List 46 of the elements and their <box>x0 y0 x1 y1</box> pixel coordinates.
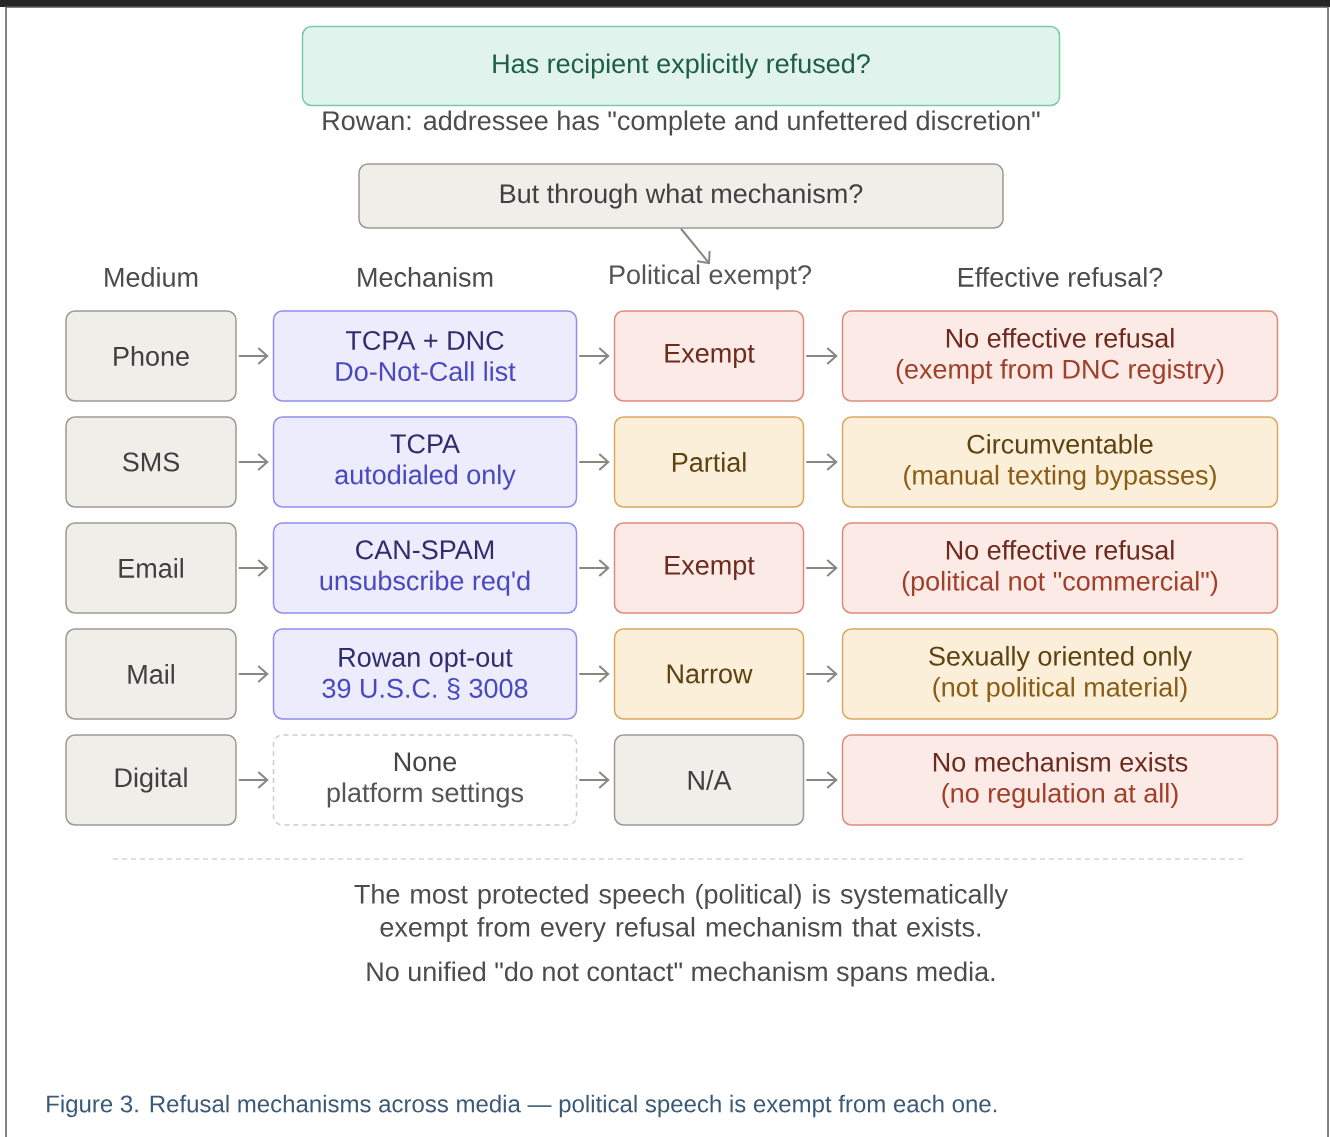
process-box: Exempt <box>613 310 805 402</box>
process-box: Mail <box>65 628 237 720</box>
process-box: No mechanism exists (no regulation at all) <box>841 734 1279 826</box>
note-text: No unified "do not contact" mechanism spans media. <box>367 961 995 987</box>
arrow <box>805 771 838 789</box>
arrow <box>578 453 610 471</box>
arrow <box>237 347 269 365</box>
note-text: The most protected speech (political) is systematically exempt from every refusal mechanism that exists. <box>354 883 1008 943</box>
process-box: Circumventable (manual texting bypasses) <box>841 416 1279 508</box>
figure-caption: Figure 3. Refusal mechanisms across media — political speech is exempt from each one. <box>47 1094 997 1118</box>
process-box: Exempt <box>613 522 805 614</box>
process-box: Has recipient explicitly refused? <box>301 25 1061 107</box>
column-header: Mechanism <box>358 267 493 287</box>
process-box: Rowan opt-out 39 U.S.C. § 3008 <box>272 628 578 720</box>
process-box: But through what mechanism? <box>358 163 1004 229</box>
arrow <box>578 347 610 365</box>
process-box: Email <box>65 522 237 614</box>
column-header: Effective refusal? <box>958 267 1163 287</box>
process-box: No effective refusal (exempt from DNC registry) <box>841 310 1279 402</box>
subtitle-text: Rowan: addressee has "complete and unfettered discretion" <box>323 110 1040 136</box>
process-box: TCPA autodialed only <box>272 416 578 508</box>
arrow <box>578 771 610 789</box>
arrow <box>805 347 838 365</box>
process-box: Narrow <box>613 628 805 720</box>
arrow <box>805 665 838 683</box>
process-box: CAN-SPAM unsubscribe req'd <box>272 522 578 614</box>
process-box: Digital <box>65 734 237 826</box>
arrow <box>237 453 269 471</box>
process-box: Sexually oriented only (not political material) <box>841 628 1279 720</box>
arrow <box>578 559 610 577</box>
arrow <box>237 665 269 683</box>
process-box: Phone <box>65 310 237 402</box>
arrow <box>805 559 838 577</box>
arrow <box>237 771 269 789</box>
arrow <box>578 665 610 683</box>
process-box: SMS <box>65 416 237 508</box>
arrow <box>805 453 838 471</box>
process-box: None platform settings <box>272 734 578 826</box>
column-header: Political exempt? <box>610 264 811 290</box>
process-box: Partial <box>613 416 805 508</box>
arrow <box>680 227 711 265</box>
column-header: Medium <box>105 267 198 287</box>
process-box: TCPA + DNC Do-Not-Call list <box>272 310 578 402</box>
process-box: No effective refusal (political not "commercial") <box>841 522 1279 614</box>
arrow <box>237 559 269 577</box>
process-box: N/A <box>613 734 805 826</box>
